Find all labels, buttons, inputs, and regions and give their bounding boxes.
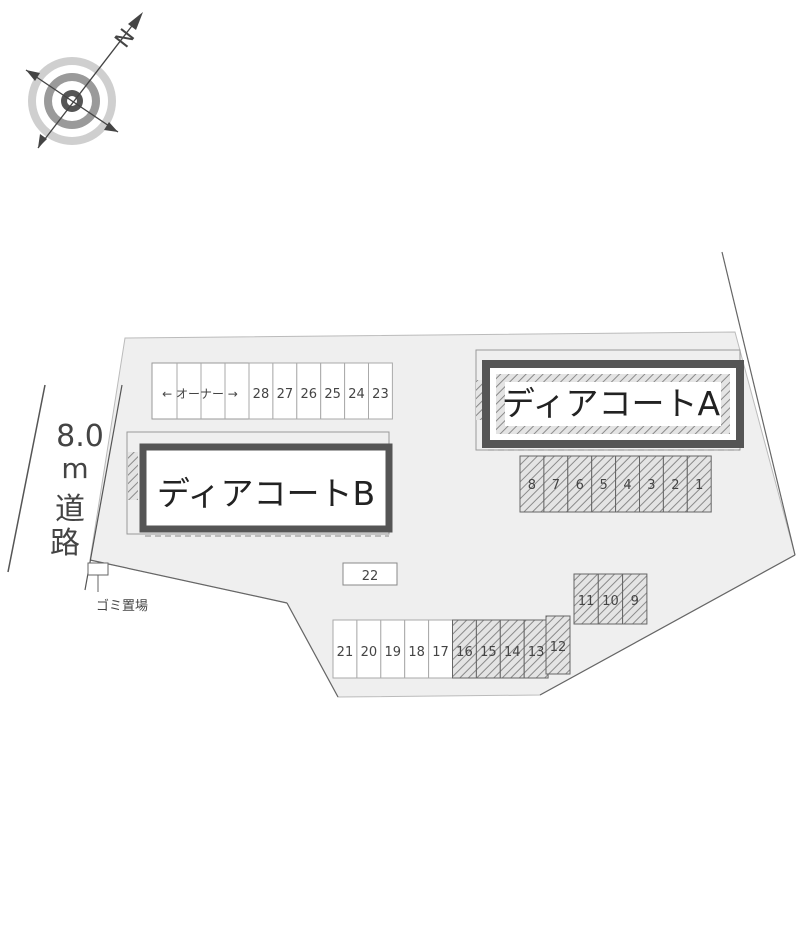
- parking-space-19: 19: [380, 619, 406, 679]
- parking-number: 12: [550, 640, 567, 655]
- lot-edge-line: [721, 251, 796, 556]
- parking-space-3: 3: [639, 455, 664, 513]
- parking-number: 25: [324, 387, 341, 402]
- parking-space-13: 13: [523, 619, 549, 679]
- boundary-line: [286, 602, 339, 698]
- parking-space-26: 26: [296, 362, 322, 420]
- parking-space-8: 8: [519, 455, 545, 513]
- arrow-icon: [26, 70, 40, 81]
- arrow-icon: [38, 134, 47, 148]
- parking-space-15: 15: [475, 619, 501, 679]
- parking-space-11: 11: [573, 573, 599, 625]
- parking-space-10: 10: [597, 573, 624, 625]
- parking-row-top-left: ← オーナー → 28 27 26 25 24 23: [151, 362, 393, 420]
- parking-space-20: 20: [356, 619, 382, 679]
- road-width-unit: m: [61, 452, 88, 485]
- building-b: ディアコートB: [126, 431, 393, 537]
- parking-number: 4: [623, 478, 631, 493]
- parking-space-14: 14: [499, 619, 525, 679]
- parking-space-22: 22: [342, 562, 398, 586]
- parking-number: 14: [504, 645, 521, 660]
- building-a: ディアコートA: [475, 349, 744, 451]
- building-b-name: ディアコートB: [157, 474, 375, 513]
- parking-number: 11: [578, 594, 595, 609]
- arrow-icon: [104, 122, 118, 132]
- compass: N: [25, 12, 143, 149]
- building-a-name: ディアコートA: [502, 384, 721, 423]
- parking-number: 15: [480, 645, 497, 660]
- parking-number: 24: [348, 387, 365, 402]
- parking-row-small: 11 10 9: [573, 573, 648, 625]
- parking-number: 23: [372, 387, 389, 402]
- parking-number: 27: [277, 387, 294, 402]
- parking-number: 6: [576, 478, 584, 493]
- parking-number: 9: [631, 594, 639, 609]
- parking-space-6: 6: [567, 455, 593, 513]
- parking-number: 7: [552, 478, 560, 493]
- parking-number: 16: [456, 645, 473, 660]
- parking-space-23: 23: [368, 362, 393, 420]
- parking-number: 22: [362, 569, 379, 584]
- road-edge: [84, 384, 123, 591]
- parking-number: 28: [253, 387, 270, 402]
- parking-space-27: 27: [272, 362, 298, 420]
- parking-number: 19: [384, 645, 401, 660]
- parking-space-1: 1: [686, 455, 712, 513]
- parking-number: 21: [337, 645, 354, 660]
- north-arrow-icon: [128, 12, 143, 30]
- parking-number: 10: [602, 594, 619, 609]
- parking-number: 3: [647, 478, 655, 493]
- parking-number: 5: [600, 478, 608, 493]
- parking-number: 26: [300, 387, 317, 402]
- parking-space-5: 5: [591, 455, 617, 513]
- parking-number: 8: [528, 478, 536, 493]
- owner-label: ← オーナー →: [162, 387, 238, 401]
- road-name-2: 路: [50, 526, 80, 561]
- parking-space-25: 25: [320, 362, 346, 420]
- parking-space-28: 28: [248, 362, 274, 420]
- road-width-value: 8.0: [56, 419, 104, 454]
- parking-number: 20: [361, 645, 378, 660]
- garbage-label: ゴミ置場: [96, 598, 148, 614]
- parking-number: 13: [528, 645, 545, 660]
- parking-space-9: 9: [622, 573, 648, 625]
- parking-space-2: 2: [662, 455, 688, 513]
- parking-number: 1: [695, 478, 703, 493]
- parking-number: 18: [408, 645, 425, 660]
- parking-number: 2: [671, 478, 679, 493]
- parking-space-18: 18: [404, 619, 430, 679]
- garbage-area: ゴミ置場: [87, 562, 148, 614]
- road-edge: [7, 384, 46, 573]
- boundary-line: [539, 554, 796, 696]
- boundary-line: [89, 559, 288, 604]
- parking-space-7: 7: [543, 455, 569, 513]
- parking-space-12: 12: [545, 615, 571, 675]
- parking-number: 17: [432, 645, 449, 660]
- road-name-1: 道: [55, 492, 85, 527]
- parking-space-24: 24: [344, 362, 370, 420]
- parking-space-4: 4: [615, 455, 640, 513]
- parking-space-16: 16: [452, 619, 477, 679]
- parking-space-21: 21: [332, 619, 358, 679]
- parking-space-17: 17: [428, 619, 454, 679]
- parking-row-bottom: 21 20 19 18 17 16 15 14 13: [332, 619, 549, 679]
